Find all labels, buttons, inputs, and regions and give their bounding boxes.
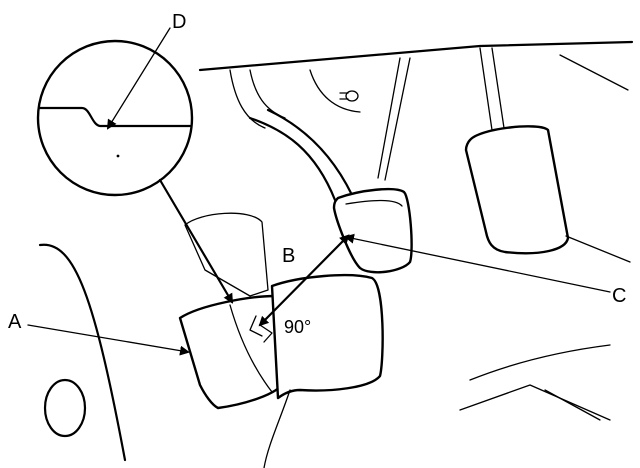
- measurement-b: [249, 234, 350, 343]
- label-a: A: [8, 311, 22, 333]
- background-pedal: [184, 212, 269, 297]
- leader-lines: [27, 27, 611, 356]
- floor-lines: [38, 243, 611, 462]
- upper-pedal-pad: [332, 187, 413, 274]
- detail-magnifier: [36, 39, 234, 304]
- label-b: B: [282, 245, 295, 267]
- accelerator-pedal: [464, 47, 631, 263]
- dashboard-outline: [198, 40, 634, 181]
- label-d: D: [172, 11, 186, 33]
- pedal-arm: [248, 108, 354, 202]
- label-c: C: [612, 285, 626, 307]
- angle-label: 90°: [284, 317, 311, 337]
- mounting-bolt: [339, 90, 359, 102]
